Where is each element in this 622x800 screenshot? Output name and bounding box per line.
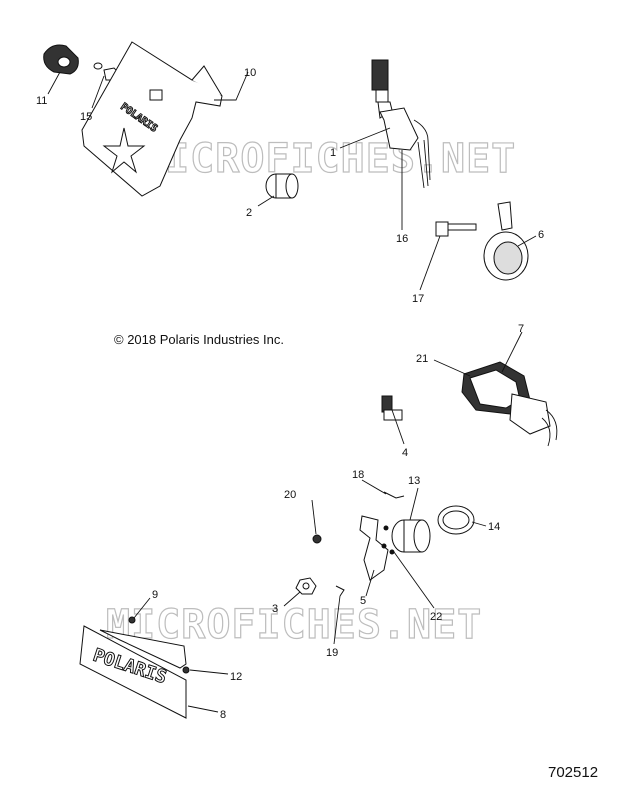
part-10-bracket: POLARIS [81,41,223,197]
callout-3: 3 [272,603,278,615]
callout-9: 9 [152,589,158,601]
callout-15: 15 [80,111,92,123]
leader-lines [47,71,537,713]
watermark-top: MICROFICHES.NET [140,136,516,182]
callout-13: 13 [408,475,420,487]
part-11-cap [43,44,79,75]
part-9-screw [128,616,136,624]
part-19-screw [335,585,345,597]
callout-17: 17 [412,293,424,305]
callout-1: 1 [330,147,336,159]
callout-21: 21 [416,353,428,365]
part-5-bracket [359,515,389,581]
callout-7: 7 [518,323,524,335]
part-12-screw [182,666,190,674]
callout-4: 4 [402,447,408,459]
callout-labels: 11 15 10 2 1 16 17 6 7 21 4 20 18 13 14 … [36,67,544,721]
callout-6: 6 [538,229,544,241]
callout-11: 11 [36,95,47,107]
part-14-ring [437,505,475,535]
callout-20: 20 [284,489,296,501]
part-2-connector [265,173,299,199]
part-6-horn [483,201,529,281]
document-number: 702512 [548,764,599,781]
callout-19: 19 [326,647,338,659]
part-4-switch [381,395,403,421]
part-13-cylinder [381,519,431,555]
callout-8: 8 [220,709,226,721]
callout-10: 10 [244,67,256,79]
part-1-switch [371,59,431,189]
part-20-nut [312,534,322,544]
copyright-notice: © 2018 Polaris Industries Inc. [114,332,284,347]
part-17-bolt [435,221,477,237]
callout-14: 14 [488,521,500,533]
callout-18: 18 [352,469,364,481]
part-18-clip [383,491,405,499]
part-3-nut [295,577,317,595]
part-7-switch-assembly [461,361,558,447]
callout-5: 5 [360,595,366,607]
watermark-bottom: MICROFICHES.NET [106,602,482,648]
callout-12: 12 [230,671,242,683]
callout-16: 16 [396,233,408,245]
callout-2: 2 [246,207,252,219]
callout-22: 22 [430,611,442,623]
